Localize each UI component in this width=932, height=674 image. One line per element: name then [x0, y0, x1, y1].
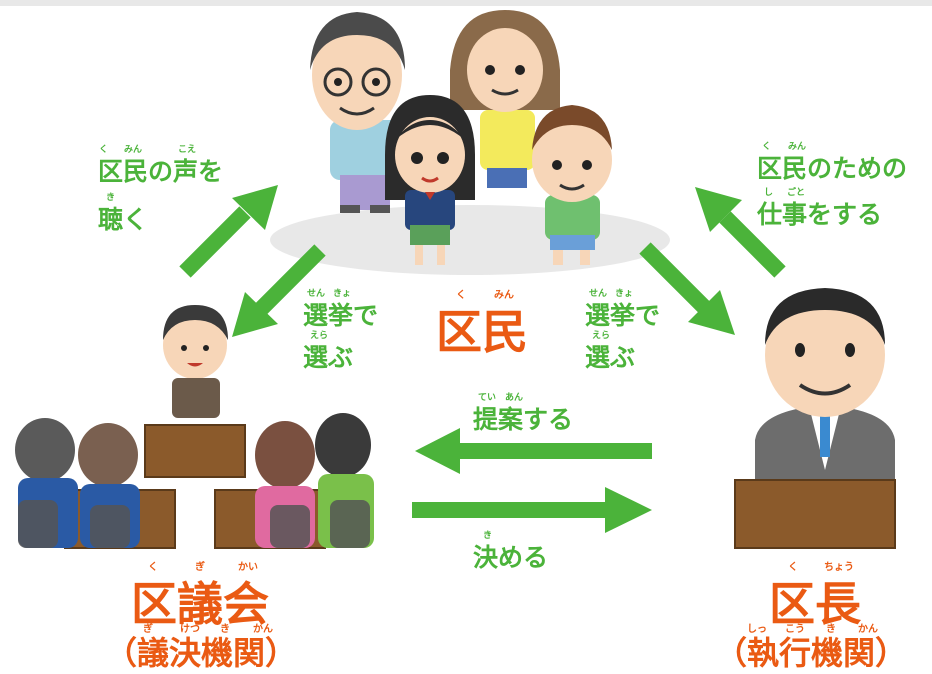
ground-shadow	[270, 205, 670, 275]
elect-left-ruby-era: えら	[310, 331, 329, 341]
propose-label: 提案する	[473, 405, 574, 434]
citizens-title: 区民	[436, 305, 528, 359]
mayor-title: 区長	[769, 577, 861, 631]
mayor-sub-ruby-ki: き	[826, 624, 836, 635]
decide-ruby-ki: き	[483, 531, 493, 541]
propose-ruby-an: あん	[505, 393, 524, 403]
elect-right-ruby-era: えら	[592, 331, 611, 341]
arrow-listen-head	[232, 185, 278, 230]
assembly-subtitle: （議決機関）	[105, 634, 298, 672]
mayor-ruby-chou: ちょう	[824, 562, 854, 573]
listen-ruby-ki: き	[106, 193, 116, 203]
listen-ruby-min: みん	[124, 145, 143, 155]
mother-figure	[450, 10, 560, 188]
assembly-illustration	[15, 305, 374, 549]
work-label-line2: 仕事をする	[757, 200, 883, 229]
father-figure	[310, 12, 405, 213]
mayor-sub-ruby-kou: こう	[785, 624, 805, 635]
elect-left-label-line1: 選挙で	[303, 301, 379, 330]
mayor-subtitle: （執行機関）	[715, 634, 908, 672]
work-label-line1: 区民のための	[757, 154, 908, 183]
arrows	[179, 185, 786, 533]
citizens-ruby-ku: く	[456, 290, 466, 301]
elect-right-label-line1: 選挙で	[585, 301, 661, 330]
listen-label-line2: 聴く	[98, 205, 149, 234]
arrow-elect-right-head	[688, 290, 735, 335]
arrow-elect-left-head	[232, 292, 278, 337]
arrow-work-shaft	[719, 211, 786, 278]
elect-left-ruby-kyo: きょ	[333, 289, 352, 299]
elect-left-ruby-sen: せん	[307, 289, 326, 299]
assembly-ruby-gi: ぎ	[195, 562, 205, 573]
listen-label-line1: 区民の声を	[98, 157, 224, 186]
arrow-decide-head	[605, 487, 652, 533]
mayor-sub-ruby-kan: かん	[858, 624, 878, 635]
arrow-work-head	[695, 187, 742, 232]
boy-figure	[532, 105, 612, 265]
citizens-ruby-min: みん	[494, 290, 514, 301]
propose-ruby-tei: てい	[478, 393, 497, 403]
elect-right-label-line2: 選ぶ	[585, 343, 636, 372]
assembly-sub-ruby-kan: かん	[253, 624, 273, 635]
work-ruby-shi: し	[764, 188, 774, 198]
assembly-sub-ruby-ki: き	[220, 624, 230, 635]
mayor-illustration	[734, 288, 896, 549]
elect-right-ruby-kyo: きょ	[615, 289, 634, 299]
assembly-ruby-kai: かい	[238, 562, 258, 573]
work-ruby-goto: ごと	[787, 188, 806, 198]
listen-ruby-ku: く	[99, 145, 109, 155]
arrow-elect-right-shaft	[639, 242, 711, 314]
elect-right-ruby-sen: せん	[589, 289, 608, 299]
girl-figure	[385, 95, 475, 265]
assembly-sub-ruby-ketsu: けつ	[180, 624, 200, 635]
decide-label: 決める	[473, 543, 549, 572]
work-ruby-min: みん	[788, 142, 807, 152]
assembly-title: 区議会	[131, 577, 269, 631]
assembly-ruby-ku: く	[148, 562, 158, 573]
mayor-ruby-ku: く	[788, 562, 798, 573]
assembly-sub-ruby-gi: ぎ	[143, 624, 153, 635]
family-illustration	[310, 10, 612, 265]
mayor-sub-ruby-shi: しっ	[747, 624, 767, 635]
arrow-propose-head	[415, 428, 460, 474]
top-bar	[0, 0, 932, 6]
work-ruby-ku: く	[762, 142, 772, 152]
arrow-listen-shaft	[179, 206, 251, 278]
arrow-elect-left-shaft	[254, 244, 326, 316]
listen-ruby-koe: こえ	[178, 145, 197, 155]
elect-left-label-line2: 選ぶ	[303, 343, 354, 372]
